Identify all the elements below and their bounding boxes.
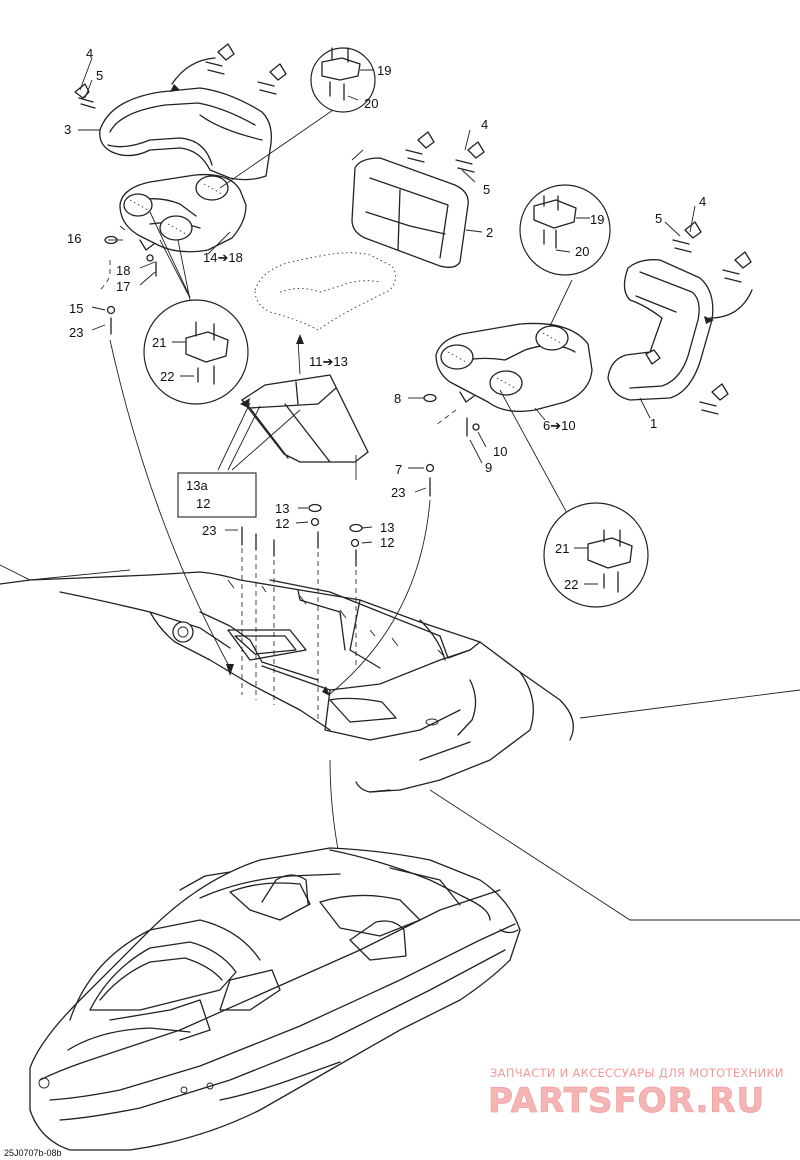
callout-circle-left [143, 239, 249, 405]
label-21a: 21 [152, 335, 166, 350]
part-number-labels: 4 5 3 19 20 4 5 2 16 14➔18 18 17 15 23 2… [64, 46, 706, 592]
callout-circle-right-top [519, 184, 611, 327]
seat-part-6-10 [435, 322, 593, 413]
label-13a: 13a [186, 478, 208, 493]
label-5a: 5 [96, 68, 103, 83]
label-9: 9 [485, 460, 492, 475]
label-20a: 20 [364, 96, 378, 111]
label-18: 18 [116, 263, 130, 278]
label-23b: 23 [391, 485, 405, 500]
seat-part-14-18 [119, 173, 247, 253]
label-10: 10 [493, 444, 507, 459]
label-12c: 12 [380, 535, 394, 550]
cushion-outline [254, 252, 396, 331]
label-15: 15 [69, 301, 83, 316]
drawing-code: 25J0707b-08b [4, 1148, 62, 1158]
label-20b: 20 [575, 244, 589, 259]
hull-interior-view [0, 571, 574, 793]
label-22b: 22 [564, 577, 578, 592]
label-4b: 4 [481, 117, 488, 132]
backrest-part-2 [351, 157, 469, 268]
label-12a: 12 [196, 496, 210, 511]
label-4a: 4 [86, 46, 93, 61]
label-22a: 22 [160, 369, 174, 384]
label-5c: 5 [655, 211, 662, 226]
watermark-brand: PARTSFOR.RU [488, 1081, 765, 1121]
label-7: 7 [395, 462, 402, 477]
label-19b: 19 [590, 212, 604, 227]
label-4c: 4 [699, 194, 706, 209]
backrest-part-1 [607, 259, 714, 401]
label-2: 2 [486, 225, 493, 240]
label-21b: 21 [555, 541, 569, 556]
label-1: 1 [650, 416, 657, 431]
clip-assemblies [74, 43, 753, 415]
label-8: 8 [394, 391, 401, 406]
label-19a: 19 [377, 63, 391, 78]
cushion-part-11-13 [241, 374, 369, 463]
callout-circle-top [219, 47, 376, 189]
label-13c: 13 [380, 520, 394, 535]
label-3: 3 [64, 122, 71, 137]
label-16: 16 [67, 231, 81, 246]
backrest-part-3 [99, 87, 273, 181]
label-6-10: 6➔10 [543, 418, 576, 433]
label-13b: 13 [275, 501, 289, 516]
label-5b: 5 [483, 182, 490, 197]
boat-overview [29, 847, 521, 1151]
label-23c: 23 [202, 523, 216, 538]
watermark-tagline: ЗАПЧАСТИ И АКСЕССУАРЫ ДЛЯ МОТОТЕХНИКИ [490, 1066, 784, 1080]
label-12b: 12 [275, 516, 289, 531]
callout-circle-right-bottom [499, 389, 649, 608]
watermark: ЗАПЧАСТИ И АКСЕССУАРЫ ДЛЯ МОТОТЕХНИКИ PA… [488, 1066, 784, 1121]
label-11-13: 11➔13 [309, 354, 348, 369]
label-17: 17 [116, 279, 130, 294]
legend-box [177, 472, 257, 518]
label-23a: 23 [69, 325, 83, 340]
label-14-18: 14➔18 [203, 250, 243, 265]
